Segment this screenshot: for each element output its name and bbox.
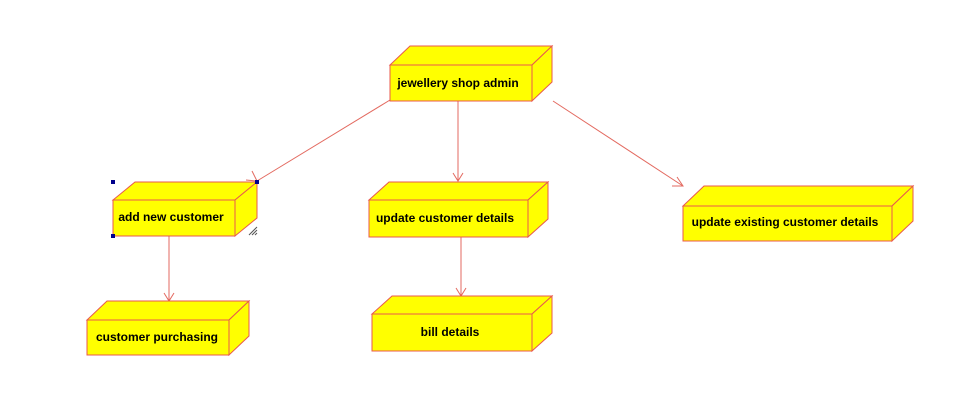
node-front-face [112, 199, 236, 237]
edge-add-to-purchasing[interactable] [163, 236, 175, 302]
edge-admin-to-add[interactable] [245, 99, 391, 182]
node-top-face [681, 185, 915, 207]
resize-grip-line [248, 226, 258, 236]
node-label: update customer details [376, 211, 514, 225]
node-label: customer purchasing [96, 330, 218, 344]
node-top-face [85, 300, 251, 321]
node-top-face [367, 181, 550, 201]
node-update[interactable]: update customer details [367, 180, 550, 239]
node-top-face [111, 181, 259, 201]
edge-admin-to-existing[interactable] [552, 100, 684, 187]
arrowhead-icon [672, 176, 684, 187]
arrowhead-icon [245, 170, 258, 182]
node-front-face [86, 319, 230, 356]
edge-line [256, 99, 391, 182]
edge-line [552, 100, 684, 187]
node-admin[interactable]: jewellery shop admin [388, 44, 554, 103]
selection-handle-bottom-left[interactable] [111, 234, 115, 238]
node-label: bill details [421, 325, 480, 339]
node-add[interactable]: add new customer [111, 180, 259, 238]
node-existing[interactable]: update existing customer details [681, 184, 915, 243]
node-label: jewellery shop admin [396, 76, 518, 90]
node-front-face [368, 199, 529, 238]
edge-update-to-bill[interactable] [455, 237, 467, 297]
nodes-layer: jewellery shop admin add new customer up… [85, 44, 915, 357]
node-label: add new customer [118, 210, 224, 224]
selection-handle-top-left[interactable] [111, 180, 115, 184]
resize-grip-line [251, 229, 258, 236]
node-top-face [370, 295, 554, 315]
node-front-face [389, 64, 533, 102]
edge-admin-to-update[interactable] [452, 101, 464, 182]
node-purchasing[interactable]: customer purchasing [85, 299, 251, 357]
resize-grip-line [254, 232, 258, 236]
node-front-face [682, 205, 893, 242]
node-top-face [388, 45, 554, 66]
resize-grip-icon[interactable] [248, 226, 258, 236]
node-label: update existing customer details [692, 215, 879, 229]
node-bill[interactable]: bill details [370, 294, 554, 353]
edges-layer [163, 99, 684, 302]
selection-handle-top-right[interactable] [255, 180, 259, 184]
arrowhead-icon [452, 172, 464, 182]
node-front-face [371, 313, 533, 352]
